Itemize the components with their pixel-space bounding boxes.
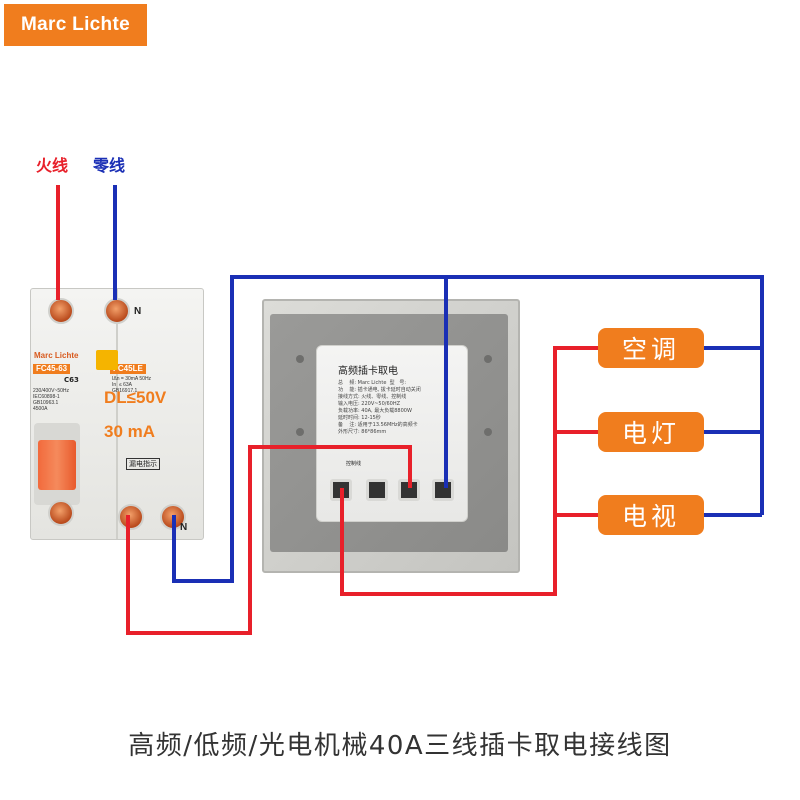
mount-hole-icon (296, 428, 304, 436)
load-tv: 电视 (598, 495, 704, 535)
diagram-caption: 高频/低频/光电机械40A三线插卡取电接线图 (128, 731, 672, 761)
terminal-2 (366, 479, 388, 501)
breaker-spec-right: IΔn = 30mA 50Hz In ≤ 63A GB16917.1 (112, 376, 152, 394)
mount-hole-icon (484, 428, 492, 436)
mount-hole-icon (296, 355, 304, 363)
load-light: 电灯 (598, 412, 704, 452)
terminal-4 (432, 479, 454, 501)
breaker-brand: Marc Lichte (34, 351, 79, 360)
breaker-divider (116, 289, 118, 539)
module-spec-text: 总 频: Marc Lichte 型 号: 功 能: 插卡通电, 拔卡延时自动关… (338, 380, 421, 435)
neutral-input-mark: N (134, 306, 142, 317)
breaker-current-rating: 30 mA (104, 422, 156, 441)
leakage-indicator-label: 漏电指示 (126, 458, 160, 470)
breaker-voltage-rating: DL≤50V (104, 388, 167, 407)
breaker-rating-code: C63 (64, 376, 79, 384)
switched-live-wire (340, 346, 600, 596)
control-wire-label: 控制线 (346, 461, 362, 467)
neutral-wire-label: 零线 (93, 156, 126, 175)
breaker-spec-left: 230/400V~50Hz IEC60898-1 GB10963.1 4500A (33, 388, 70, 412)
mount-hole-icon (484, 355, 492, 363)
neutral-output-wire (172, 275, 764, 583)
breaker-handle[interactable] (38, 440, 76, 490)
neutral-output-mark: N (180, 522, 188, 533)
live-input-screw-icon (48, 298, 74, 324)
breaker-model-left: FC45-63 (33, 364, 71, 374)
test-button[interactable] (96, 350, 118, 370)
module-title: 高频插卡取电 (338, 366, 398, 377)
breaker-model-right: FC45LE (110, 364, 146, 374)
load-air-conditioner: 空调 (598, 328, 704, 368)
live-output-wire (126, 445, 412, 635)
brand-logo: Marc Lichte (4, 4, 147, 46)
live-wire-label: 火线 (36, 156, 69, 175)
live-output-screw-icon (48, 500, 74, 526)
live-output-screw-2-icon (118, 504, 144, 530)
